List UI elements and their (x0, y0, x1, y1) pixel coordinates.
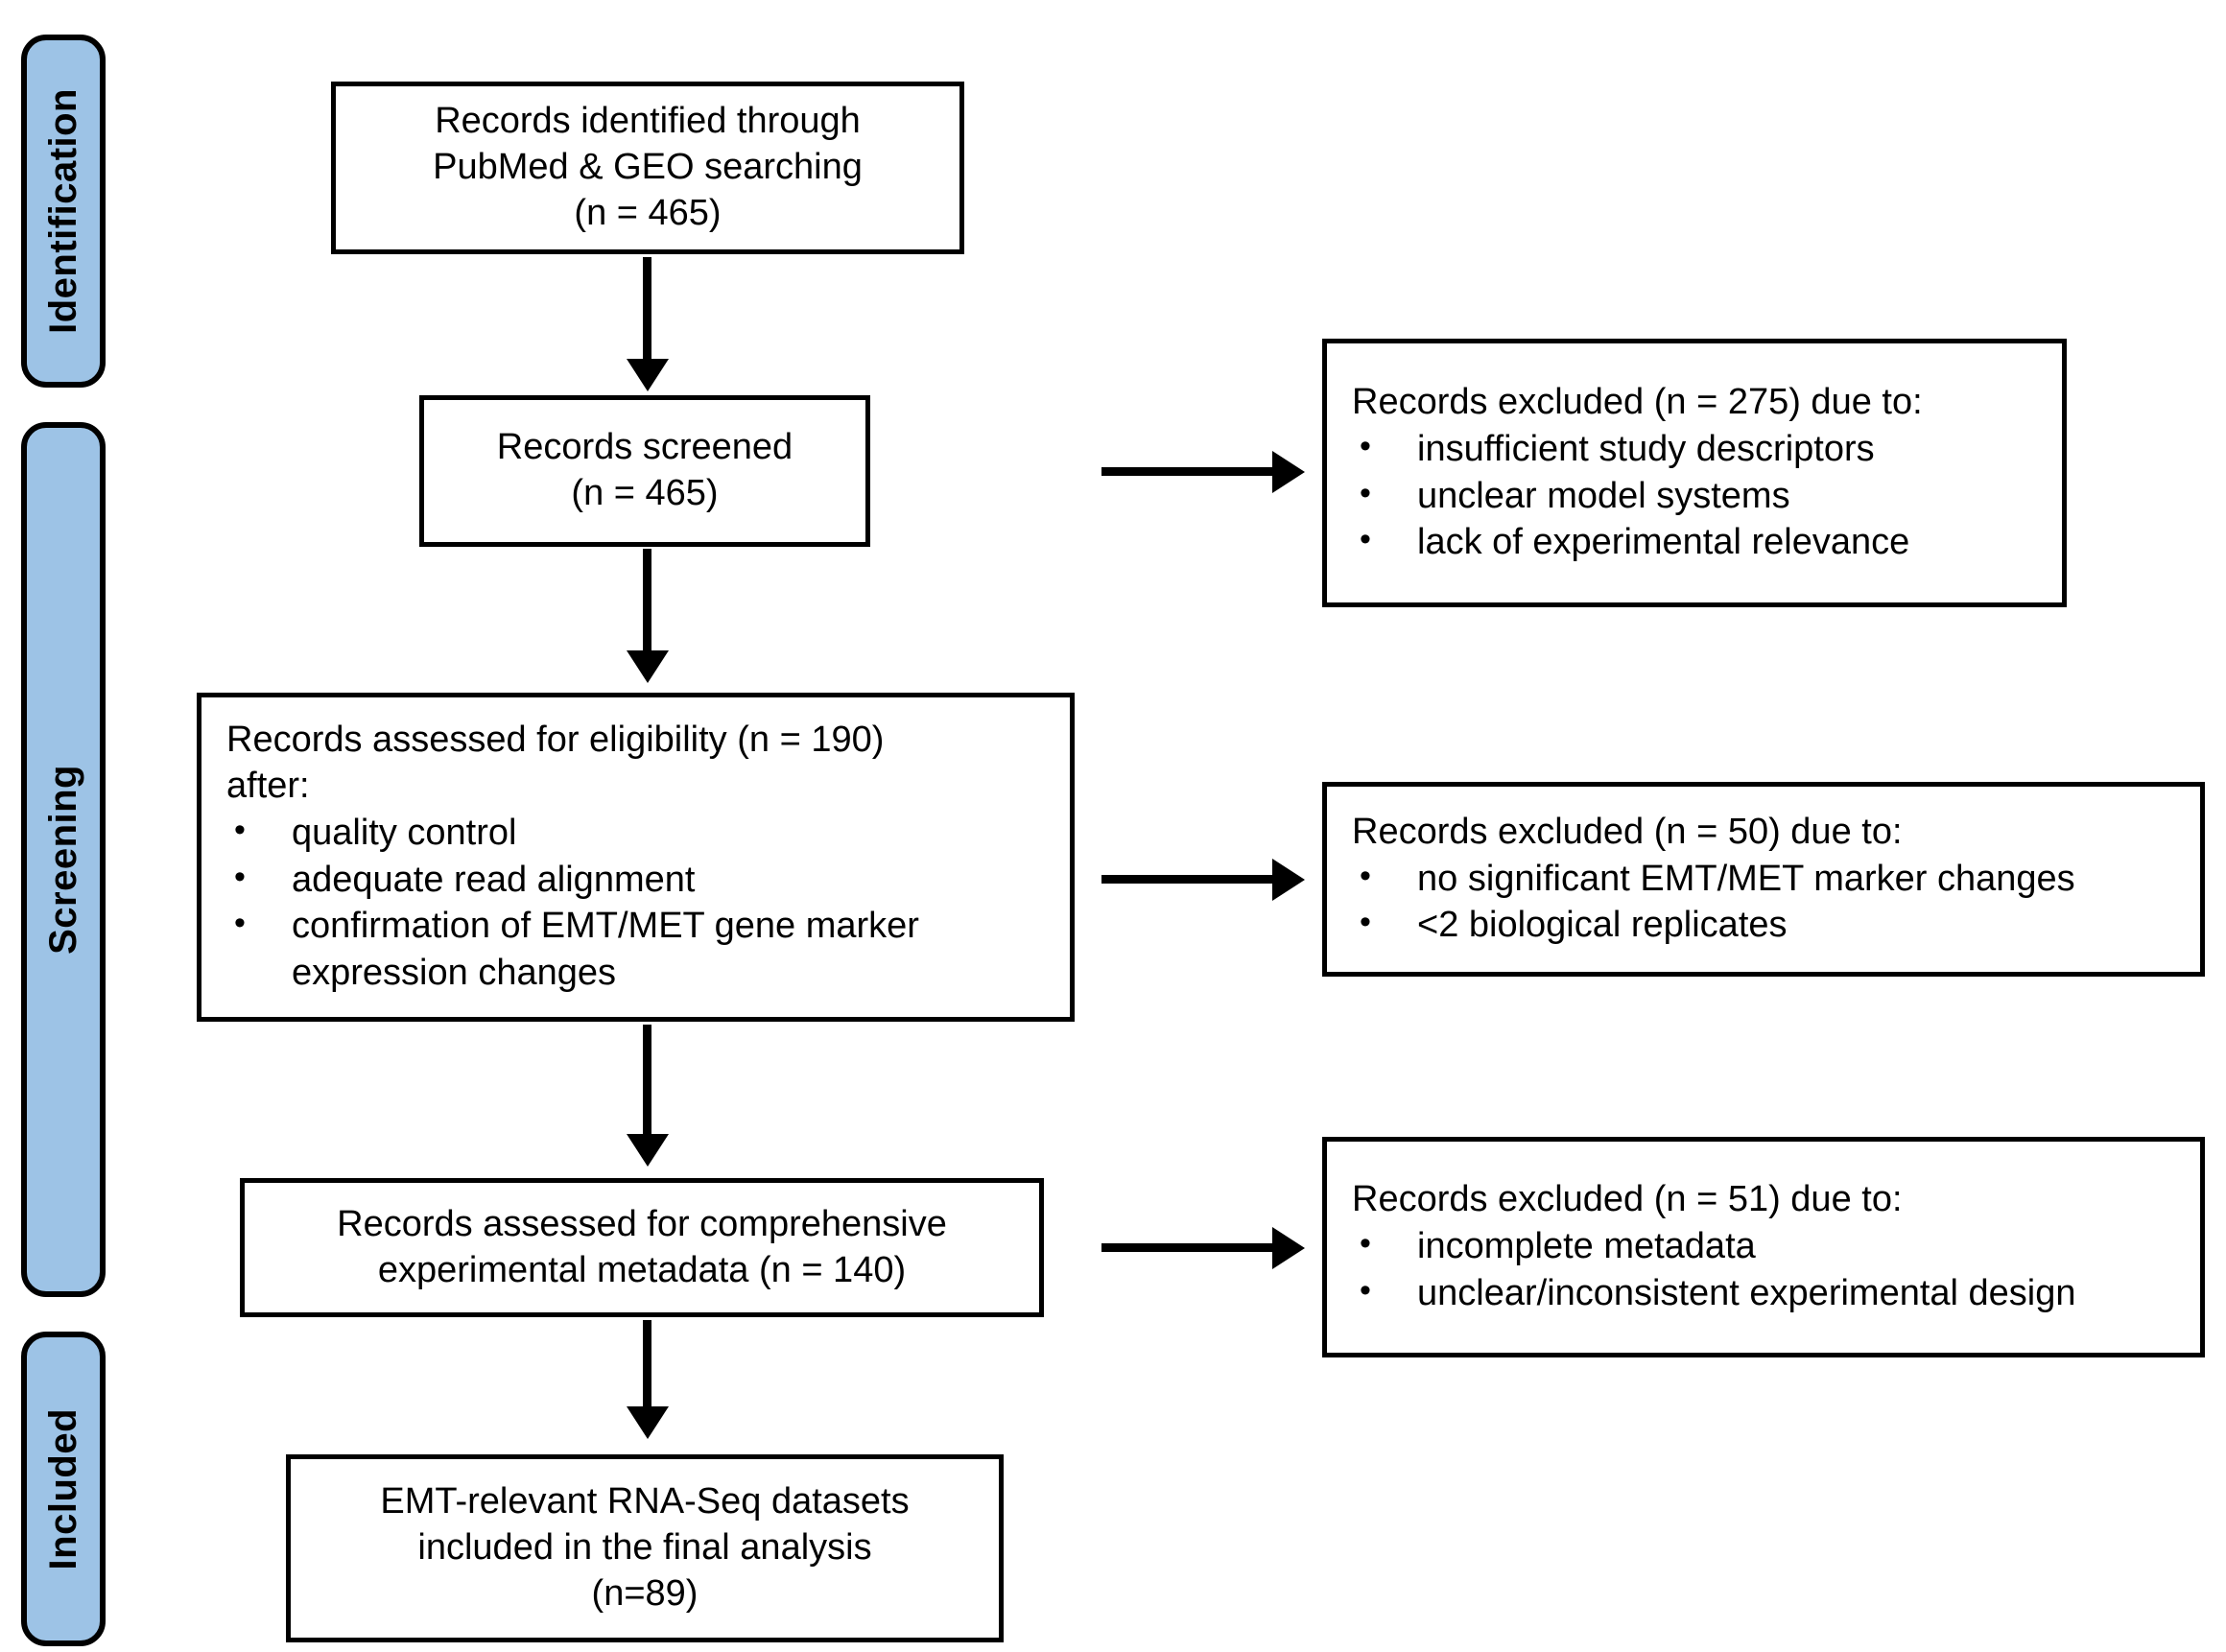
excluded-51-heading: Records excluded (n = 51) due to: (1352, 1179, 1903, 1220)
phase-label-screening: Screening (42, 765, 84, 955)
eligibility-bullet-2: adequate read alignment (226, 857, 1045, 904)
excluded-50-bullet-1: no significant EMT/MET marker changes (1352, 856, 2175, 903)
phase-bar-identification: Identification (21, 35, 106, 388)
excluded-51-bullet-1: incomplete metadata (1352, 1223, 2175, 1270)
arrow-to-excluded-50-head (1272, 859, 1305, 901)
arrow-eligibility-to-metadata-head (627, 1134, 669, 1167)
arrow-eligibility-to-metadata-shaft (643, 1025, 651, 1140)
included-line-1: EMT-relevant RNA-Seq datasets (380, 1481, 910, 1522)
box-excluded-275: Records excluded (n = 275) due to: insuf… (1322, 339, 2067, 607)
arrow-to-excluded-50-shaft (1101, 875, 1276, 884)
box-included-datasets: EMT-relevant RNA-Seq datasets included i… (286, 1454, 1004, 1642)
phase-bar-screening: Screening (21, 422, 106, 1297)
arrow-screened-to-eligibility-shaft (643, 549, 651, 656)
excluded-275-bullet-2: unclear model systems (1352, 473, 2037, 520)
eligibility-heading-line-2: after: (226, 766, 310, 807)
excluded-50-bullet-2: <2 biological replicates (1352, 902, 2175, 949)
arrow-identified-to-screened-shaft (643, 257, 651, 365)
records-identified-line-3: (n = 465) (574, 192, 722, 233)
metadata-line-1: Records assessed for comprehensive (337, 1203, 947, 1244)
eligibility-heading-line-1: Records assessed for eligibility (n = 19… (226, 720, 885, 761)
arrow-identified-to-screened-head (627, 359, 669, 391)
records-identified-line-1: Records identified through (435, 101, 861, 142)
phase-label-included: Included (42, 1407, 84, 1570)
excluded-50-heading: Records excluded (n = 50) due to: (1352, 811, 1903, 852)
excluded-275-bullet-3: lack of experimental relevance (1352, 519, 2037, 566)
box-records-identified: Records identified through PubMed & GEO … (331, 82, 964, 254)
arrow-screened-to-eligibility-head (627, 650, 669, 683)
records-identified-line-2: PubMed & GEO searching (433, 147, 863, 188)
box-excluded-50: Records excluded (n = 50) due to: no sig… (1322, 782, 2205, 977)
excluded-51-bullet-2: unclear/inconsistent experimental design (1352, 1270, 2175, 1317)
excluded-275-bullet-list: insufficient study descriptors unclear m… (1352, 426, 2037, 566)
records-screened-line-2: (n = 465) (571, 473, 719, 513)
excluded-50-bullet-list: no significant EMT/MET marker changes <2… (1352, 856, 2175, 949)
phase-label-identification: Identification (42, 88, 84, 334)
box-records-assessed-eligibility: Records assessed for eligibility (n = 19… (197, 693, 1075, 1022)
eligibility-bullet-3: confirmation of EMT/MET gene marker expr… (226, 903, 1045, 996)
phase-bar-included: Included (21, 1332, 106, 1646)
metadata-line-2: experimental metadata (n = 140) (377, 1249, 907, 1290)
arrow-to-excluded-51-head (1272, 1227, 1305, 1269)
eligibility-bullet-list: quality control adequate read alignment … (226, 810, 1045, 997)
excluded-51-bullet-list: incomplete metadata unclear/inconsistent… (1352, 1223, 2175, 1316)
arrow-to-excluded-275-shaft (1101, 467, 1276, 476)
records-screened-line-1: Records screened (496, 427, 793, 468)
arrow-metadata-to-included-head (627, 1406, 669, 1439)
excluded-275-bullet-1: insufficient study descriptors (1352, 426, 2037, 473)
arrow-metadata-to-included-shaft (643, 1320, 651, 1412)
box-records-assessed-metadata: Records assessed for comprehensive exper… (240, 1178, 1044, 1317)
box-records-screened: Records screened (n = 465) (419, 395, 870, 547)
included-line-2: included in the final analysis (417, 1527, 872, 1569)
box-excluded-51: Records excluded (n = 51) due to: incomp… (1322, 1137, 2205, 1357)
eligibility-bullet-1: quality control (226, 810, 1045, 857)
arrow-to-excluded-275-head (1272, 451, 1305, 493)
arrow-to-excluded-51-shaft (1101, 1243, 1276, 1252)
included-line-3: (n=89) (591, 1572, 699, 1614)
excluded-275-heading: Records excluded (n = 275) due to: (1352, 382, 1923, 423)
